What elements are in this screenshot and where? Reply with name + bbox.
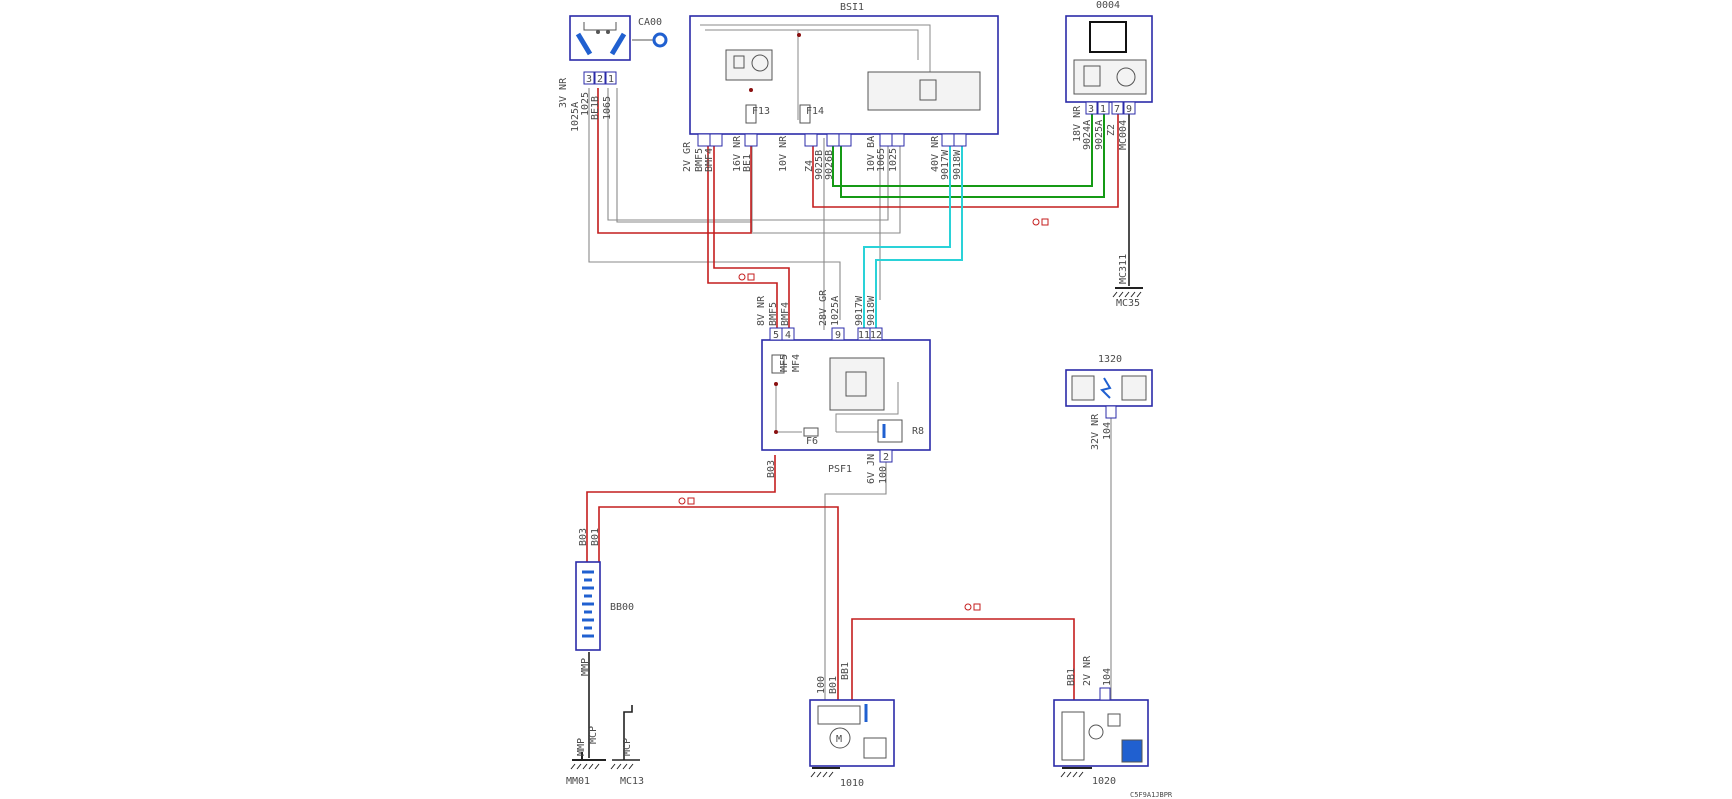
- wire-label: 9026B: [824, 150, 835, 180]
- fuse-mf5-label: MF5: [779, 354, 790, 372]
- conn-bsi1-b: 16V NR: [732, 135, 743, 172]
- psf1-pin-12: 12: [870, 330, 882, 341]
- wire-label: 9025B: [814, 150, 825, 180]
- wire-label: BE1: [742, 154, 753, 172]
- c0004-pin-9: 9: [1126, 104, 1132, 115]
- wire-label: 104: [1102, 422, 1113, 440]
- conn-c0004-a: 18V NR: [1072, 105, 1083, 142]
- wire-label: 1065: [602, 96, 613, 120]
- can-wires: [588, 105, 1130, 758]
- fuse-markers: [678, 218, 1049, 611]
- red-wires: [586, 88, 1119, 700]
- svg-text:1: 1: [608, 74, 614, 85]
- conn-psf1-b: 28V GR: [818, 289, 829, 326]
- fuse-f13-label: F13: [752, 106, 770, 117]
- wire-label: BMF5: [768, 302, 779, 326]
- conn-bsi1-e: 40V NR: [930, 135, 941, 172]
- psf1-box: [761, 327, 931, 463]
- wire-label: BB1: [840, 662, 851, 680]
- c1020-label: 1020: [1092, 776, 1116, 787]
- bsi1-box: [689, 15, 999, 135]
- conn-c1020-a: 2V NR: [1082, 655, 1093, 686]
- wire-label: MCP: [588, 726, 599, 744]
- conn-bsi1-a: 2V GR: [682, 141, 693, 172]
- wire-label: 1025A: [570, 102, 581, 132]
- ca00-label: CA00: [638, 17, 662, 28]
- conn-c1320-a: 32V NR: [1090, 413, 1101, 450]
- conn-psf1-c: 6V JN: [866, 454, 877, 484]
- wire-label: 1025A: [830, 296, 841, 326]
- wire-label: 100: [878, 466, 889, 484]
- bb00-label: BB00: [610, 602, 634, 613]
- wire-label: MCP: [622, 738, 633, 756]
- relay-r8-label: R8: [912, 426, 924, 437]
- bb00-battery: [575, 561, 601, 651]
- wire-label: B03: [578, 528, 589, 546]
- mc13-label: MC13: [620, 776, 644, 787]
- svg-text:M: M: [836, 734, 842, 745]
- wire-label: Z2: [1106, 124, 1117, 136]
- mm01-label: MM01: [566, 776, 590, 787]
- wire-label: Z4: [804, 160, 815, 172]
- wire-label: 100: [816, 676, 827, 694]
- wire-label: 9017W: [940, 149, 951, 180]
- wire-label: 9024A: [1082, 120, 1093, 150]
- conn-bsi1-c: 10V NR: [778, 135, 789, 172]
- footer-code: C5F9A1JBPR: [1130, 791, 1173, 799]
- c0004-label: 0004: [1096, 0, 1120, 11]
- mc35-label: MC35: [1116, 298, 1140, 309]
- wire-label: 1025: [888, 148, 899, 172]
- wire-label: B01: [828, 676, 839, 694]
- c1010-label: 1010: [840, 778, 864, 789]
- bsi1-pins: [697, 133, 967, 147]
- psf1-pin-9: 9: [835, 330, 841, 341]
- c1320-label: 1320: [1098, 354, 1122, 365]
- c0004-pin-3: 3: [1088, 104, 1094, 115]
- wire-label: 9018W: [866, 295, 877, 326]
- wire-label: B01: [590, 528, 601, 546]
- wire-label: B03: [766, 460, 777, 478]
- wire-label: 9017W: [854, 295, 865, 326]
- ground-symbols: [570, 287, 1143, 778]
- svg-text:2: 2: [597, 74, 603, 85]
- conn-psf1-a: 8V NR: [756, 295, 767, 326]
- wire-label: BE1B: [590, 96, 601, 120]
- wire-label: 1065: [876, 148, 887, 172]
- wire-label: MMP: [576, 738, 587, 756]
- wire-labels: 1025A 1025 BE1B 1065 BMF5 BMF4 BE1 Z4 90…: [570, 92, 1129, 756]
- psf1-label: PSF1: [828, 464, 852, 475]
- wire-label: MC311: [1118, 254, 1129, 284]
- c1320-box: [1065, 369, 1153, 419]
- ca00-switch: 3 2 1: [569, 15, 668, 85]
- psf1-pin-5: 5: [773, 330, 779, 341]
- wire-label: 9018W: [952, 149, 963, 180]
- wire-label: 9025A: [1094, 120, 1105, 150]
- psf1-pin-4: 4: [785, 330, 791, 341]
- wire-label: MMP: [580, 658, 591, 676]
- connector-labels: 3V NR 2V GR 16V NR 10V NR 10V BA 40V NR …: [558, 77, 1101, 686]
- wire-label: 104: [1102, 668, 1113, 686]
- fuse-f14-label: F14: [806, 106, 824, 117]
- wire-label: 1025: [580, 92, 591, 116]
- c1020-alternator: [1053, 687, 1149, 767]
- wire-label: BB1: [1066, 668, 1077, 686]
- c0004-pin-1: 1: [1100, 104, 1106, 115]
- wire-label: MC004: [1118, 120, 1129, 150]
- bsi1-label: BSI1: [840, 2, 864, 13]
- key-icon: [652, 32, 668, 48]
- conn-ca00-left: 3V NR: [558, 77, 569, 108]
- wire-label: BMF4: [704, 148, 715, 172]
- psf1-pin-2: 2: [883, 452, 889, 463]
- c0004-box: [1065, 15, 1153, 115]
- wire-label: BMF4: [780, 302, 791, 326]
- fuse-mf4-label: MF4: [791, 354, 802, 372]
- c0004-pin-7: 7: [1114, 104, 1120, 115]
- psf1-pin-11: 11: [858, 330, 870, 341]
- conn-bsi1-d: 10V BA: [866, 136, 877, 172]
- fuse-f6-label: F6: [806, 436, 818, 447]
- c1010-starter: M: [809, 699, 895, 767]
- svg-text:3: 3: [586, 74, 592, 85]
- wire-label: BMF5: [694, 148, 705, 172]
